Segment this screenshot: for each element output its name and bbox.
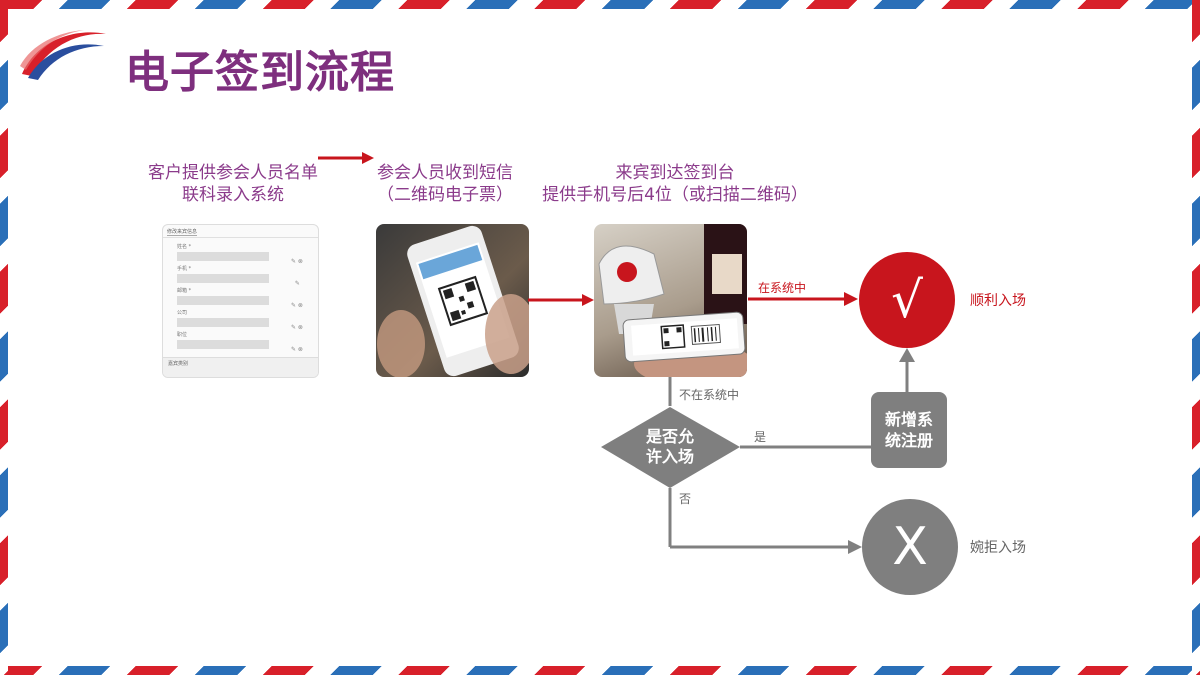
- border-bottom: [0, 666, 1200, 675]
- reject-label: 婉拒入场: [970, 540, 1026, 556]
- form-field-row: 手机 *: [177, 265, 317, 283]
- form-field-row: 职位: [177, 331, 317, 349]
- border-left: [0, 0, 8, 675]
- step-1-label: 客户提供参会人员名单 联科录入系统: [135, 162, 331, 206]
- not-in-system-label: 不在系统中: [679, 388, 740, 402]
- reject-circle: X: [862, 499, 958, 595]
- success-circle: √: [859, 252, 955, 348]
- logo-swoosh-icon: [20, 30, 106, 80]
- form-screenshot: 修改来宾信息 姓名 * 手机 * 邮箱 * 公司 职位 ✎ ⊗ ✎✎ ⊗✎ ⊗✎…: [162, 224, 319, 378]
- arrow-step1-to-step2: [318, 152, 374, 164]
- yes-label: 是: [754, 430, 767, 444]
- form-field-row: 邮箱 *: [177, 287, 317, 305]
- edit-icons: ✎ ⊗ ✎✎ ⊗✎ ⊗✎ ⊗: [291, 258, 303, 353]
- step-2-line1: 参会人员收到短信: [377, 163, 513, 183]
- form-footer: 嘉宾类别: [168, 361, 189, 367]
- register-box: 新增系 统注册: [871, 392, 947, 468]
- step-2-label: 参会人员收到短信 （二维码电子票）: [355, 162, 535, 206]
- border-top: [0, 0, 1200, 9]
- form-tab: 修改来宾信息: [167, 229, 198, 236]
- x-icon: X: [892, 517, 928, 577]
- step-3-line1: 来宾到达签到台: [615, 163, 735, 183]
- success-label: 顺利入场: [970, 293, 1026, 309]
- page-title: 电子签到流程: [125, 47, 395, 98]
- arrow-step2-to-step3: [528, 294, 594, 306]
- decision-text: 是否允 许入场: [645, 427, 694, 466]
- decision-diamond: [601, 407, 740, 488]
- checkmark-icon: √: [891, 271, 923, 329]
- step-3-label: 来宾到达签到台 提供手机号后4位（或扫描二维码）: [520, 162, 830, 206]
- in-system-label: 在系统中: [758, 281, 807, 295]
- form-field-row: 姓名 *: [177, 243, 317, 261]
- step-2-line2: （二维码电子票）: [377, 185, 513, 205]
- step-3-line2: 提供手机号后4位（或扫描二维码）: [542, 185, 808, 205]
- step-1-line2: 联科录入系统: [182, 185, 284, 205]
- no-label: 否: [679, 492, 692, 506]
- border-right: [1192, 0, 1200, 675]
- scanner-photo: [594, 224, 747, 377]
- step-1-line1: 客户提供参会人员名单: [148, 163, 318, 183]
- phone-qr-photo: [376, 224, 529, 377]
- form-field-row: 公司: [177, 309, 317, 327]
